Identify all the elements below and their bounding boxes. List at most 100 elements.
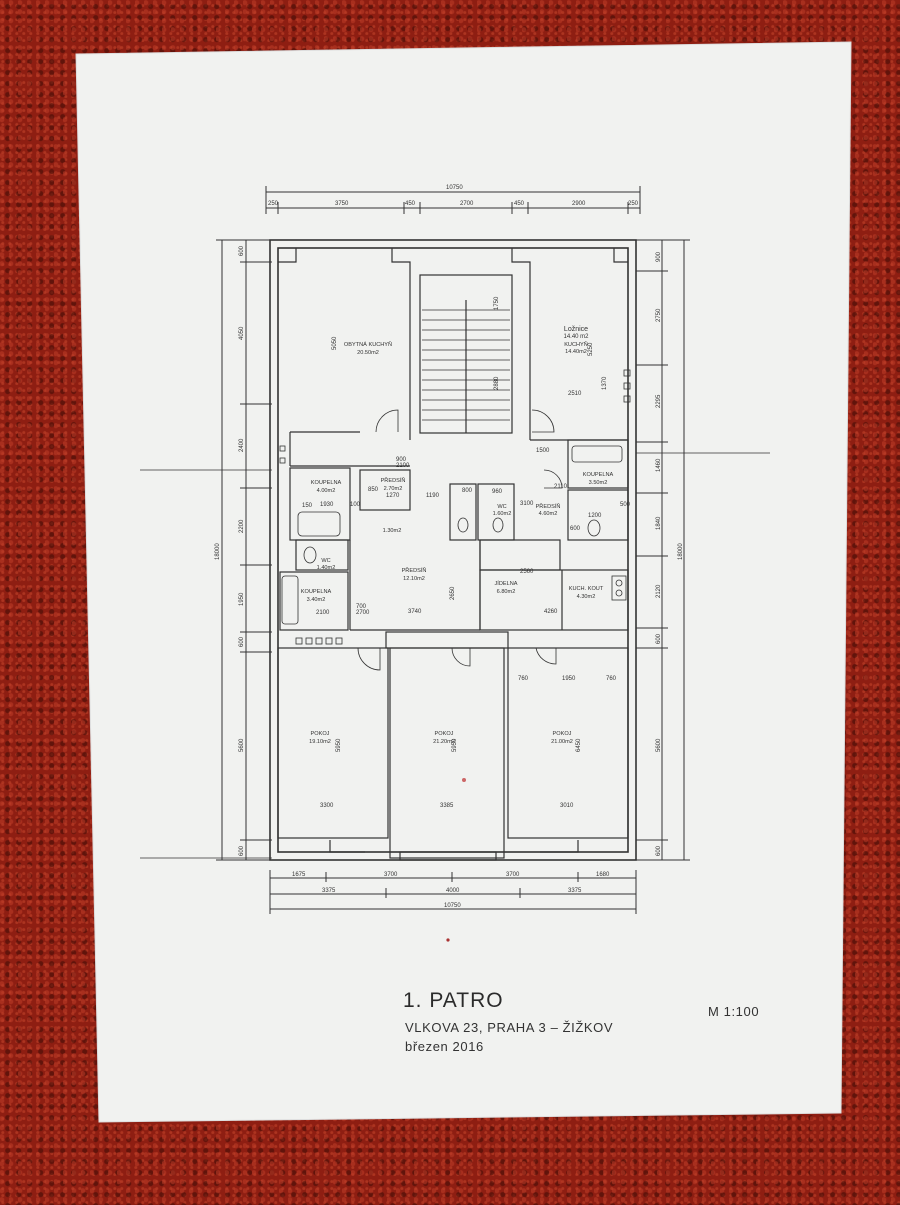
dim-left-6: 600	[239, 636, 245, 647]
dim-int-5950b: 5950	[452, 738, 458, 752]
dim-bottom-1: 1675	[292, 872, 306, 878]
dim-int-100: 100	[350, 502, 361, 508]
dim-bottom-3: 3700	[506, 872, 520, 878]
dim-top-2: 3750	[335, 201, 349, 207]
room-koupelna-right-name: KOUPELNA	[583, 472, 614, 478]
dim-int-2100b: 2100	[396, 463, 410, 469]
interior-walls	[277, 248, 629, 861]
dim-int-600: 600	[570, 526, 581, 532]
dim-top-total: 10750	[446, 185, 463, 191]
dim-right-3: 2295	[656, 394, 662, 408]
dim-int-3740: 3740	[408, 609, 422, 615]
dim-int-3010: 3010	[560, 803, 574, 809]
sheet-scale: M 1:100	[708, 1004, 760, 1019]
dim-int-6450: 6450	[576, 738, 582, 752]
dim-top-7: 250	[628, 201, 639, 207]
dim-left-1: 600	[239, 245, 245, 256]
dim-int-760b: 760	[606, 676, 617, 682]
room-obytna-kuchyn-area: 20.50m2	[357, 350, 379, 356]
room-koupelna-left-name: KOUPELNA	[311, 480, 342, 486]
room-labels: OBYTNÁ KUCHYŇ 20.50m2 Ložnice 14.40 m2 K…	[301, 326, 614, 745]
room-koupelna-left-area: 4.00m2	[317, 488, 336, 494]
dim-bottom-4: 1680	[596, 872, 610, 878]
window-markers	[279, 369, 631, 645]
dim-bottom-6: 4000	[446, 888, 460, 894]
pen-mark-2	[446, 938, 450, 942]
room-predsin-small-name: PŘEDSÍŇ	[381, 476, 406, 484]
room-pokoj-center-area: 21.20m2	[433, 739, 455, 745]
dim-int-850: 850	[368, 487, 379, 493]
dim-top-5: 450	[514, 201, 525, 207]
dim-bottom-5: 3375	[322, 888, 336, 894]
dim-int-3100: 3100	[520, 501, 534, 507]
room-jidelna-name: JÍDELNA	[494, 580, 517, 587]
room-pokoj-right-area: 21.00m2	[551, 739, 573, 745]
room-koupelna-lower-area: 3.40m2	[307, 597, 326, 603]
sheet-title: 1. PATRO	[403, 989, 504, 1012]
dim-right-1: 900	[656, 251, 662, 262]
left-dimension-chain	[216, 239, 272, 861]
dim-right-6: 2120	[656, 584, 662, 598]
dim-int-760a: 760	[518, 676, 529, 682]
room-jidelna-area: 6.80m2	[497, 589, 516, 595]
room-koupelna-lower-name: KOUPELNA	[301, 589, 332, 595]
dim-int-1930: 1930	[320, 502, 334, 508]
dim-bottom-total: 10750	[444, 903, 461, 909]
room-loznice-old-area: 14.40m2	[565, 349, 587, 355]
dim-int-1190: 1190	[426, 493, 440, 499]
stairs	[422, 309, 510, 421]
dim-left-5: 1950	[239, 592, 245, 606]
dim-int-2510: 2510	[568, 391, 582, 397]
dim-int-2650: 2650	[450, 586, 456, 600]
dim-right-5: 1840	[656, 516, 662, 530]
room-predsin-main-name: PŘEDSÍŇ	[402, 566, 427, 574]
dim-top-1: 250	[268, 201, 279, 207]
dim-int-2110: 2110	[554, 484, 568, 490]
room-koupelna-right-area: 3.50m2	[589, 480, 608, 486]
room-loznice-name: Ložnice	[564, 326, 588, 333]
dim-int-2880: 2880	[494, 376, 500, 390]
dim-top-6: 2900	[572, 201, 586, 207]
room-kuch-kout-name: KUCH. KOUT	[569, 586, 604, 592]
dim-int-2700: 2700	[356, 610, 370, 616]
dim-right-7: 600	[656, 633, 662, 644]
room-closet-area: 1.30m2	[383, 528, 402, 534]
pen-mark	[462, 778, 466, 782]
sheet-address: VLKOVA 23, PRAHA 3 – ŽIŽKOV	[405, 1020, 614, 1035]
room-pokoj-center-name: POKOJ	[435, 731, 454, 737]
room-pokoj-right-name: POKOJ	[553, 731, 572, 737]
dim-int-1500: 1500	[536, 448, 550, 454]
room-loznice-old-name: KUCHYŇ	[564, 341, 588, 348]
room-predsin-main-area: 12.10m2	[403, 576, 425, 582]
dim-int-4260: 4260	[544, 609, 558, 615]
room-predsin-right-area: 4.60m2	[539, 511, 558, 517]
room-pokoj-left-area: 19.10m2	[309, 739, 331, 745]
dim-int-500: 500	[620, 502, 631, 508]
dim-int-1370: 1370	[602, 376, 608, 390]
room-kuch-kout-area: 4.30m2	[577, 594, 596, 600]
dim-int-1270: 1270	[386, 493, 400, 499]
dim-left-4: 2200	[239, 519, 245, 533]
dim-int-3300: 3300	[320, 803, 334, 809]
room-predsin-small-area: 2.70m2	[384, 486, 403, 492]
dim-int-5250: 5250	[588, 342, 594, 356]
bathroom-fixtures	[281, 445, 627, 625]
dim-int-1200: 1200	[588, 513, 602, 519]
dim-int-3385: 3385	[440, 803, 454, 809]
dim-int-2100: 2100	[316, 610, 330, 616]
dim-int-1750: 1750	[494, 296, 500, 310]
dim-bottom-2: 3700	[384, 872, 398, 878]
dim-top-3: 450	[405, 201, 416, 207]
dim-right-9: 600	[656, 845, 662, 856]
room-pokoj-left-name: POKOJ	[311, 731, 330, 737]
dimension-labels: 10750 250 3750 450 2700 450 2900 250 167…	[215, 185, 684, 909]
room-obytna-kuchyn-name: OBYTNÁ KUCHYŇ	[344, 341, 392, 348]
dim-int-5050: 5050	[332, 336, 338, 350]
room-loznice-area: 14.40 m2	[563, 334, 589, 340]
room-wc-left-name: WC	[321, 558, 330, 564]
room-wc-left-area: 1.40m2	[317, 565, 336, 571]
bottom-dimension-chain	[269, 870, 637, 914]
dim-int-960: 960	[492, 489, 503, 495]
dim-right-2: 2750	[656, 308, 662, 322]
